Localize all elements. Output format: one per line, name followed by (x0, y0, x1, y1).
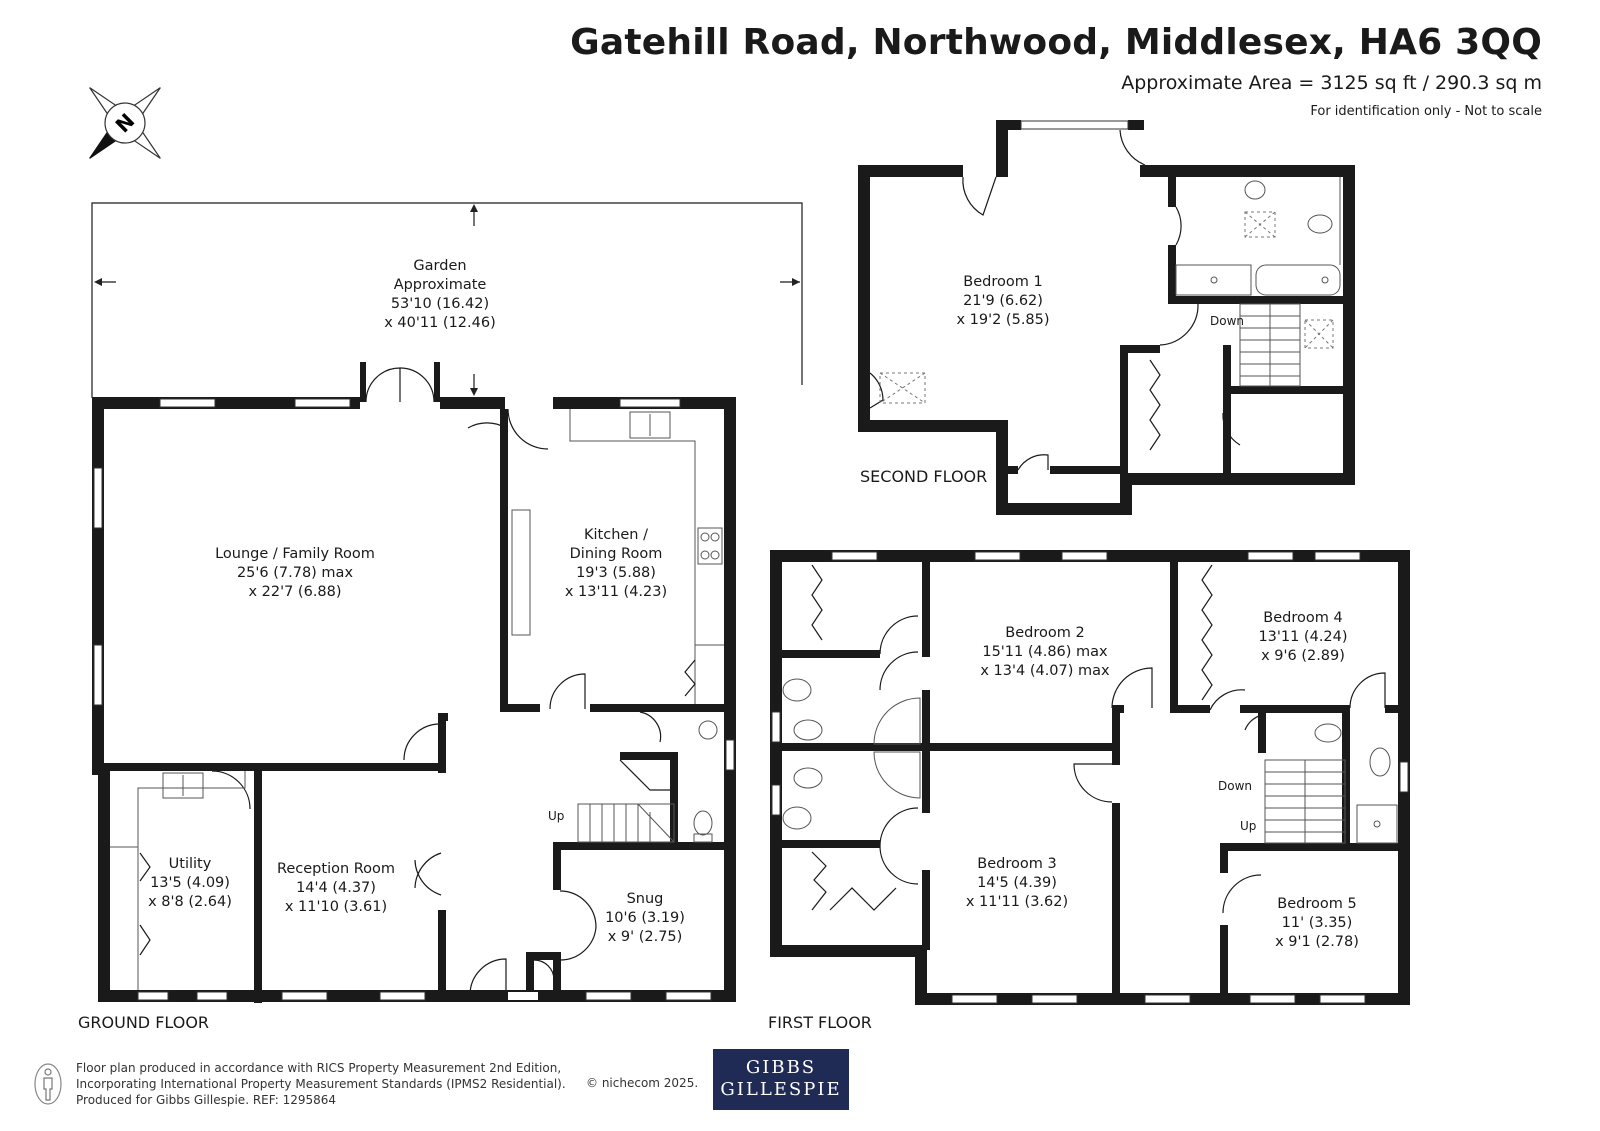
garden-dimension-1: 53'10 (16.42) (391, 296, 489, 312)
bedroom5-dimension-2: x 9'1 (2.78) (1275, 934, 1359, 950)
garden-area: Garden Approximate 53'10 (16.42) x 40'11… (91, 202, 803, 398)
lounge-dimension-1: 25'6 (7.78) max (237, 565, 353, 581)
approximate-area: Approximate Area = 3125 sq ft / 290.3 sq… (1121, 72, 1542, 94)
bedroom2-dimension-1: 15'11 (4.86) max (982, 644, 1108, 660)
second-floor-plan: Down Bedroom 1 21'9 (6.62) x 19'2 (5.85)… (858, 120, 1355, 515)
identification-note: For identification only - Not to scale (1310, 104, 1542, 119)
ground-floor-plan: Up Lounge / Family Room 25'6 (7.78) max … (78, 362, 736, 1032)
kitchen-name: Kitchen / (584, 527, 648, 543)
second-floor-label: SECOND FLOOR (860, 467, 987, 486)
snug-dimension-2: x 9' (2.75) (608, 929, 683, 945)
second-floor-stairs (1239, 303, 1301, 387)
footer-line-1: Floor plan produced in accordance with R… (76, 1061, 562, 1075)
first-floor-plan: Down Up Bedroom 2 15'11 (4.86) max x 13'… (768, 550, 1410, 1032)
first-floor-label: FIRST FLOOR (768, 1013, 872, 1032)
lounge-dimension-2: x 22'7 (6.88) (248, 584, 341, 600)
logo-line-1: GIBBS (745, 1057, 817, 1078)
bedroom3-name: Bedroom 3 (977, 856, 1056, 872)
bedroom3-dimension-1: 14'5 (4.39) (977, 875, 1057, 891)
property-title: Gatehill Road, Northwood, Middlesex, HA6… (570, 22, 1542, 63)
bedroom1-name: Bedroom 1 (963, 274, 1042, 290)
garden-dimension-2: x 40'11 (12.46) (384, 315, 496, 331)
utility-name: Utility (169, 856, 212, 872)
utility-dimension-1: 13'5 (4.09) (150, 875, 230, 891)
bedroom4-dimension-1: 13'11 (4.24) (1258, 629, 1347, 645)
kitchen-dimension-1: 19'3 (5.88) (576, 565, 656, 581)
kitchen-dimension-2: x 13'11 (4.23) (565, 584, 667, 600)
second-stairs-down-label: Down (1210, 314, 1244, 328)
bedroom4-name: Bedroom 4 (1263, 610, 1342, 626)
ground-stairs (577, 759, 675, 843)
utility-dimension-2: x 8'8 (2.64) (148, 894, 232, 910)
person-measure-icon (34, 1063, 62, 1105)
bedroom2-name: Bedroom 2 (1005, 625, 1084, 641)
bedroom1-dimension-1: 21'9 (6.62) (963, 293, 1043, 309)
first-stairs-down-label: Down (1218, 779, 1252, 793)
logo-line-2: GILLESPIE (720, 1079, 842, 1100)
garden-name: Garden (413, 258, 466, 274)
ground-stairs-up-label: Up (548, 809, 564, 823)
footer-notes: Floor plan produced in accordance with R… (76, 1060, 566, 1108)
bedroom3-dimension-2: x 11'11 (3.62) (966, 894, 1068, 910)
copyright-notice: © nichecom 2025. (586, 1076, 699, 1090)
reception-dimension-1: 14'4 (4.37) (296, 880, 376, 896)
lounge-name: Lounge / Family Room (215, 546, 375, 562)
first-stairs-up-label: Up (1240, 819, 1256, 833)
garden-approximate: Approximate (394, 277, 487, 293)
bedroom2-dimension-2: x 13'4 (4.07) max (980, 663, 1110, 679)
bedroom1-dimension-2: x 19'2 (5.85) (956, 312, 1049, 328)
bedroom5-name: Bedroom 5 (1277, 896, 1356, 912)
kitchen-name-2: Dining Room (570, 546, 663, 562)
reception-name: Reception Room (277, 861, 395, 877)
footer-line-3: Produced for Gibbs Gillespie. REF: 12958… (76, 1093, 337, 1107)
first-floor-stairs (1264, 759, 1346, 844)
snug-dimension-1: 10'6 (3.19) (605, 910, 685, 926)
bedroom4-dimension-2: x 9'6 (2.89) (1261, 648, 1345, 664)
ground-floor-label: GROUND FLOOR (78, 1013, 209, 1032)
bedroom5-dimension-1: 11' (3.35) (1282, 915, 1353, 931)
compass-rose-icon: N (89, 87, 161, 159)
footer-line-2: Incorporating International Property Mea… (76, 1077, 566, 1091)
gibbs-gillespie-logo: GIBBS GILLESPIE (713, 1049, 849, 1110)
snug-name: Snug (627, 891, 664, 907)
reception-dimension-2: x 11'10 (3.61) (285, 899, 387, 915)
